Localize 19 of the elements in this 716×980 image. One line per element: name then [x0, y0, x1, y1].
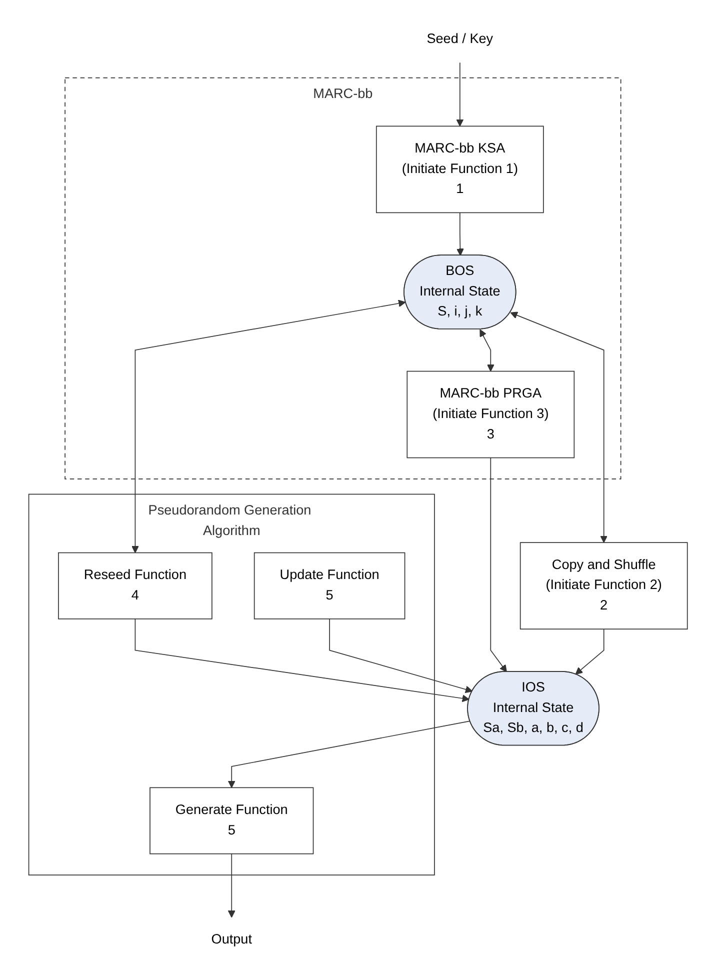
arrow	[490, 457, 507, 672]
arrow	[510, 312, 608, 543]
node-box: Reseed Function 4	[58, 552, 212, 620]
node-text: Output	[211, 932, 252, 948]
node-text: Seed / Key	[426, 32, 494, 46]
arrow	[480, 329, 494, 372]
node-box: MARC-bb KSA (Initiate Function 1) 1	[376, 126, 544, 214]
arrow	[131, 300, 406, 554]
arrow	[456, 62, 464, 127]
node-box: Generate Function 5	[149, 787, 314, 854]
arrow	[228, 720, 470, 788]
arrow	[228, 853, 236, 918]
node-box: Update Function 5	[254, 552, 406, 620]
arrow	[134, 618, 470, 702]
arrow	[575, 628, 604, 675]
arrow	[456, 212, 464, 256]
node-box: MARC-bb PRGA (Initiate Function 3) 3	[406, 370, 574, 458]
arrow	[329, 618, 473, 694]
node-box: Copy and Shuffle (Initiate Function 2) 2	[520, 542, 688, 630]
